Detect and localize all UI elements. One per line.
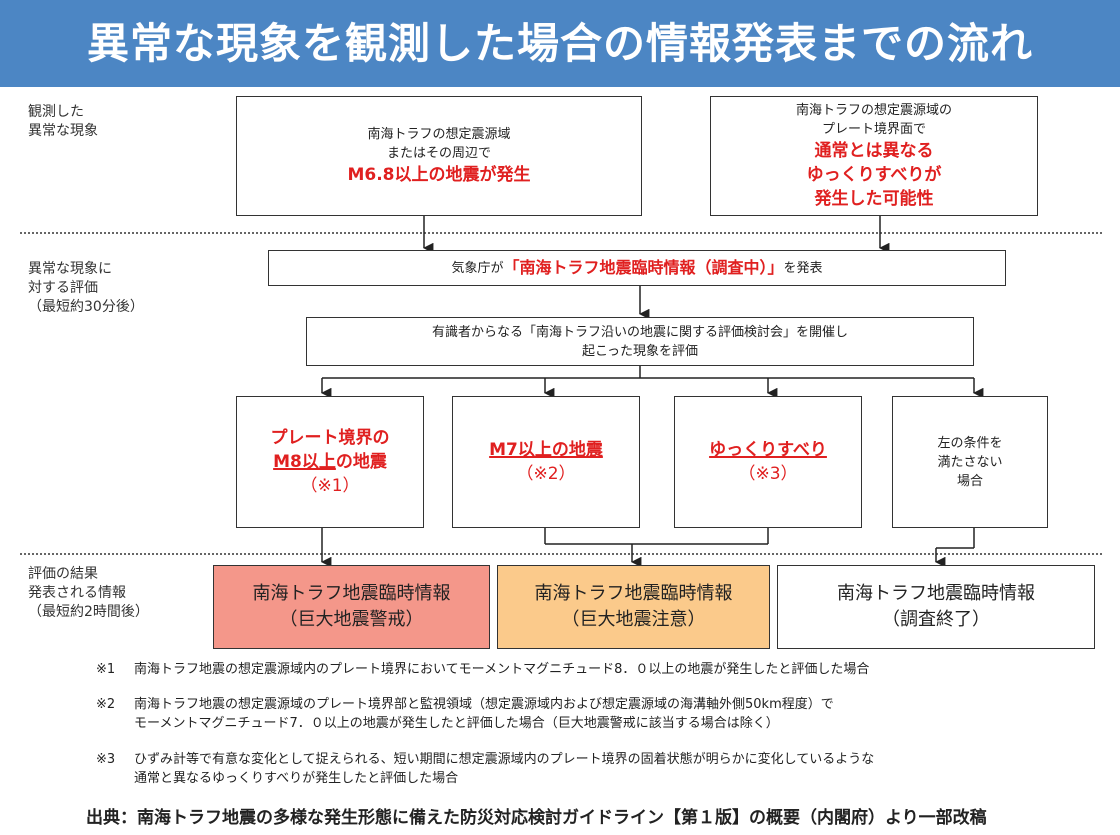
announce-box: 気象庁が 「南海トラフ地震臨時情報（調査中）」 を発表 [268,250,1006,286]
obs-right-highlight1: 通常とは異なる [814,141,934,161]
case-m7-line1: M7以上の地震 [489,440,603,460]
announce-prefix: 気象庁が [451,260,504,276]
case-slow-note: （※3） [738,464,798,484]
page-title: 異常な現象を観測した場合の情報発表までの流れ [0,0,1120,87]
committee-line2: 起こった現象を評価 [581,343,699,359]
case-plate-line1: プレート境界の [270,428,390,448]
case-m7-note: （※2） [516,464,576,484]
result-warning-line1: 南海トラフ地震臨時情報 [252,583,451,604]
announce-highlight: 「南海トラフ地震臨時情報（調査中）」 [503,258,784,277]
case-none-line1: 左の条件を [937,435,1003,451]
note-2-line1: 南海トラフ地震の想定震源域のプレート境界部と監視領域（想定震源域内および想定震源… [134,697,834,712]
note-2-line2: モーメントマグニチュード7．０以上の地震が発生したと評価した場合（巨大地震警戒に… [134,716,779,731]
case-box-plate: プレート境界の M8以上の地震 （※1） [236,396,424,528]
result-box-advisory: 南海トラフ地震臨時情報 （巨大地震注意） [497,565,770,649]
committee-box: 有識者からなる「南海トラフ沿いの地震に関する評価検討会」を開催し 起こった現象を… [306,317,974,366]
note-1-line1: 南海トラフ地震の想定震源域内のプレート境界においてモーメントマグニチュード8．０… [134,662,870,677]
case-plate-note: （※1） [300,476,360,496]
obs-right-highlight2: ゆっくりすべりが [806,165,942,185]
case-plate-line2: M8以上 [273,452,336,472]
result-advisory-line2: （巨大地震注意） [561,609,706,630]
result-warning-line2: （巨大地震警戒） [279,609,424,630]
obs-right-line1: 南海トラフの想定震源域の [795,103,952,118]
note-2-mark: ※2 [96,697,116,712]
note-3-line2: 通常と異なるゆっくりすべりが発生したと評価した場合 [134,771,459,786]
case-none-line2: 満たさない [937,454,1003,470]
obs-left-highlight: M6.8以上の地震が発生 [347,165,531,185]
obs-left-line1: 南海トラフの想定震源域 [367,127,511,142]
case-plate-line2b: の地震 [335,452,387,472]
obs-left-line2: またはその周辺で [386,146,491,161]
note-1-mark: ※1 [96,662,116,677]
note-3-line1: ひずみ計等で有意な変化として捉えられる、短い期間に想定震源域内のプレート境界の固… [134,752,875,767]
note-3: ※3 ひずみ計等で有意な変化として捉えられる、短い期間に想定震源域内のプレート境… [96,750,874,788]
result-box-warning: 南海トラフ地震臨時情報 （巨大地震警戒） [213,565,490,649]
case-box-none: 左の条件を 満たさない 場合 [892,396,1048,528]
announce-suffix: を発表 [783,260,823,276]
case-box-slow: ゆっくりすべり （※3） [674,396,862,528]
case-none-line3: 場合 [956,473,983,489]
committee-line1: 有識者からなる「南海トラフ沿いの地震に関する評価検討会」を開催し [431,324,848,340]
note-3-mark: ※3 [96,752,116,767]
separator-1 [20,232,1102,234]
observation-box-right: 南海トラフの想定震源域の プレート境界面で 通常とは異なる ゆっくりすべりが 発… [710,96,1038,216]
note-2: ※2 南海トラフ地震の想定震源域のプレート境界部と監視領域（想定震源域内および想… [96,695,834,733]
observation-box-left: 南海トラフの想定震源域 またはその周辺で M6.8以上の地震が発生 [236,96,642,216]
result-end-line2: （調査終了） [882,609,990,630]
obs-right-line2: プレート境界面で [821,122,926,137]
stage-label-result: 評価の結果 発表される情報 （最短約2時間後） [28,566,149,620]
source-citation: 出典：南海トラフ地震の多様な発生形態に備えた防災対応検討ガイドライン【第１版】の… [86,808,987,828]
separator-2 [20,553,1102,555]
result-box-end: 南海トラフ地震臨時情報 （調査終了） [777,565,1095,649]
case-box-m7: M7以上の地震 （※2） [452,396,640,528]
stage-label-evaluation: 異常な現象に 対する評価 （最短約30分後） [28,261,144,315]
case-slow-line1: ゆっくりすべり [709,440,827,460]
note-1: ※1 南海トラフ地震の想定震源域内のプレート境界においてモーメントマグニチュード… [96,660,869,679]
result-end-line1: 南海トラフ地震臨時情報 [837,583,1035,604]
result-advisory-line1: 南海トラフ地震臨時情報 [534,583,733,604]
stage-label-observed: 観測した 異常な現象 [28,104,98,139]
obs-right-highlight3: 発生した可能性 [814,189,934,209]
